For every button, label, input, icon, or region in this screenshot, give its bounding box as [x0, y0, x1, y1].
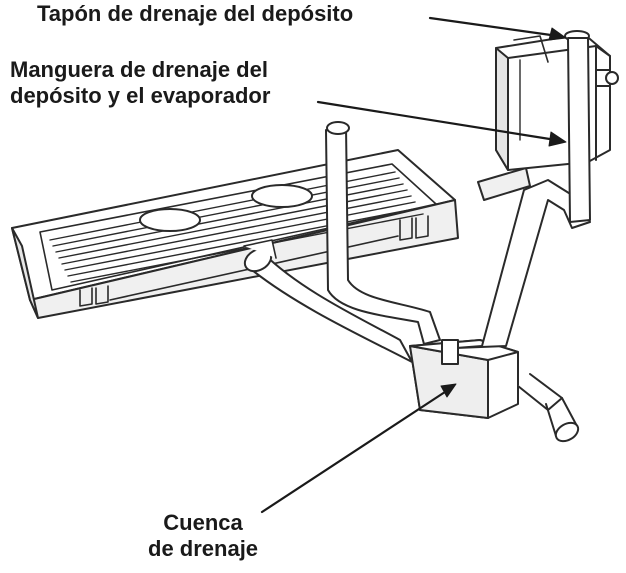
- label-drain-plug: Tapón de drenaje del depósito: [37, 1, 354, 26]
- label-drain-hose-line1: Manguera de drenaje del: [10, 57, 268, 82]
- label-drain-basin: Cuenca de drenaje: [148, 510, 258, 563]
- evaporator-tray: [11, 149, 459, 319]
- label-drain-basin-line2: de drenaje: [148, 536, 259, 562]
- reservoir-drain-hose: [441, 167, 591, 365]
- arrow-drain-hose: [316, 100, 558, 142]
- tray-drain-hose: [243, 239, 413, 363]
- vertical-hose: [325, 121, 441, 345]
- arrow-drain-basin: [260, 388, 450, 514]
- drain-basin: [409, 339, 580, 443]
- leader-arrows: [260, 16, 567, 514]
- tray-opening-left: [139, 208, 201, 232]
- label-drain-hose: Manguera de drenaje del depósito y el ev…: [10, 57, 270, 110]
- label-drain-hose-line2: depósito y el evaporador: [10, 83, 271, 109]
- tray-opening-right: [251, 184, 313, 208]
- arrow-drain-plug: [428, 16, 560, 38]
- label-drain-basin-line1: Cuenca: [163, 510, 243, 535]
